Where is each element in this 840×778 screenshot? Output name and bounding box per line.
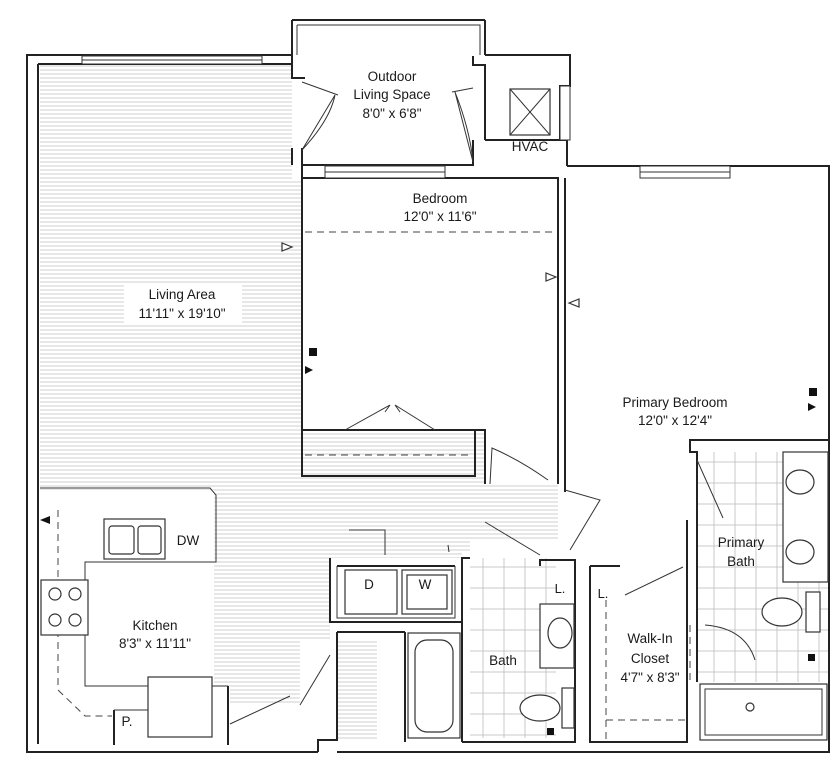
primary-bath-name-line2: Bath (727, 554, 755, 569)
bedroom-dims: 12'0" x 11'6" (403, 209, 476, 224)
fixture-labels: DW D W L. L. P. (121, 533, 608, 729)
bath-name: Bath (489, 653, 517, 668)
kitchen-dims: 8'3" x 11'11" (119, 636, 191, 651)
pantry-label: P. (121, 714, 132, 729)
linen-closet-1-label: L. (555, 581, 566, 596)
dishwasher-label: DW (177, 533, 200, 548)
outdoor-name-line2: Living Space (353, 87, 430, 102)
fixtures (40, 451, 829, 741)
primary-bath-name-line1: Primary (718, 535, 765, 550)
walk-in-name-line2: Closet (631, 651, 670, 666)
living-dims: 11'11" x 19'10" (138, 306, 225, 321)
label-backgrounds (108, 189, 735, 654)
dryer-label: D (364, 577, 374, 592)
outdoor-name-line1: Outdoor (368, 69, 417, 84)
kitchen-name: Kitchen (132, 618, 177, 633)
walk-in-name-line1: Walk-In (627, 631, 672, 646)
primary-toilet (761, 591, 821, 633)
stove (40, 579, 89, 636)
room-labels: Outdoor Living Space 8'0" x 6'8" HVAC Be… (119, 69, 765, 685)
primary-bedroom-name: Primary Bedroom (622, 395, 727, 410)
doors (229, 81, 756, 725)
windows (81, 55, 731, 179)
washer-label: W (419, 577, 432, 592)
refrigerator (147, 676, 213, 738)
bedroom-name: Bedroom (413, 191, 468, 206)
bathtub (407, 632, 461, 739)
hvac-label: HVAC (512, 139, 549, 154)
shower (699, 683, 828, 741)
living-name: Living Area (149, 287, 216, 302)
primary-bedroom-dims: 12'0" x 12'4" (638, 413, 712, 428)
markers (40, 242, 817, 735)
outdoor-dims: 8'0" x 6'8" (362, 106, 421, 121)
walk-in-dims: 4'7" x 8'3" (620, 670, 679, 685)
floor-fills (40, 65, 829, 740)
kitchen-sink (103, 518, 166, 560)
hvac-unit (509, 88, 551, 136)
linen-closet-2-label: L. (598, 586, 609, 601)
dryer-unit (344, 569, 398, 615)
bath-toilet (519, 687, 575, 729)
